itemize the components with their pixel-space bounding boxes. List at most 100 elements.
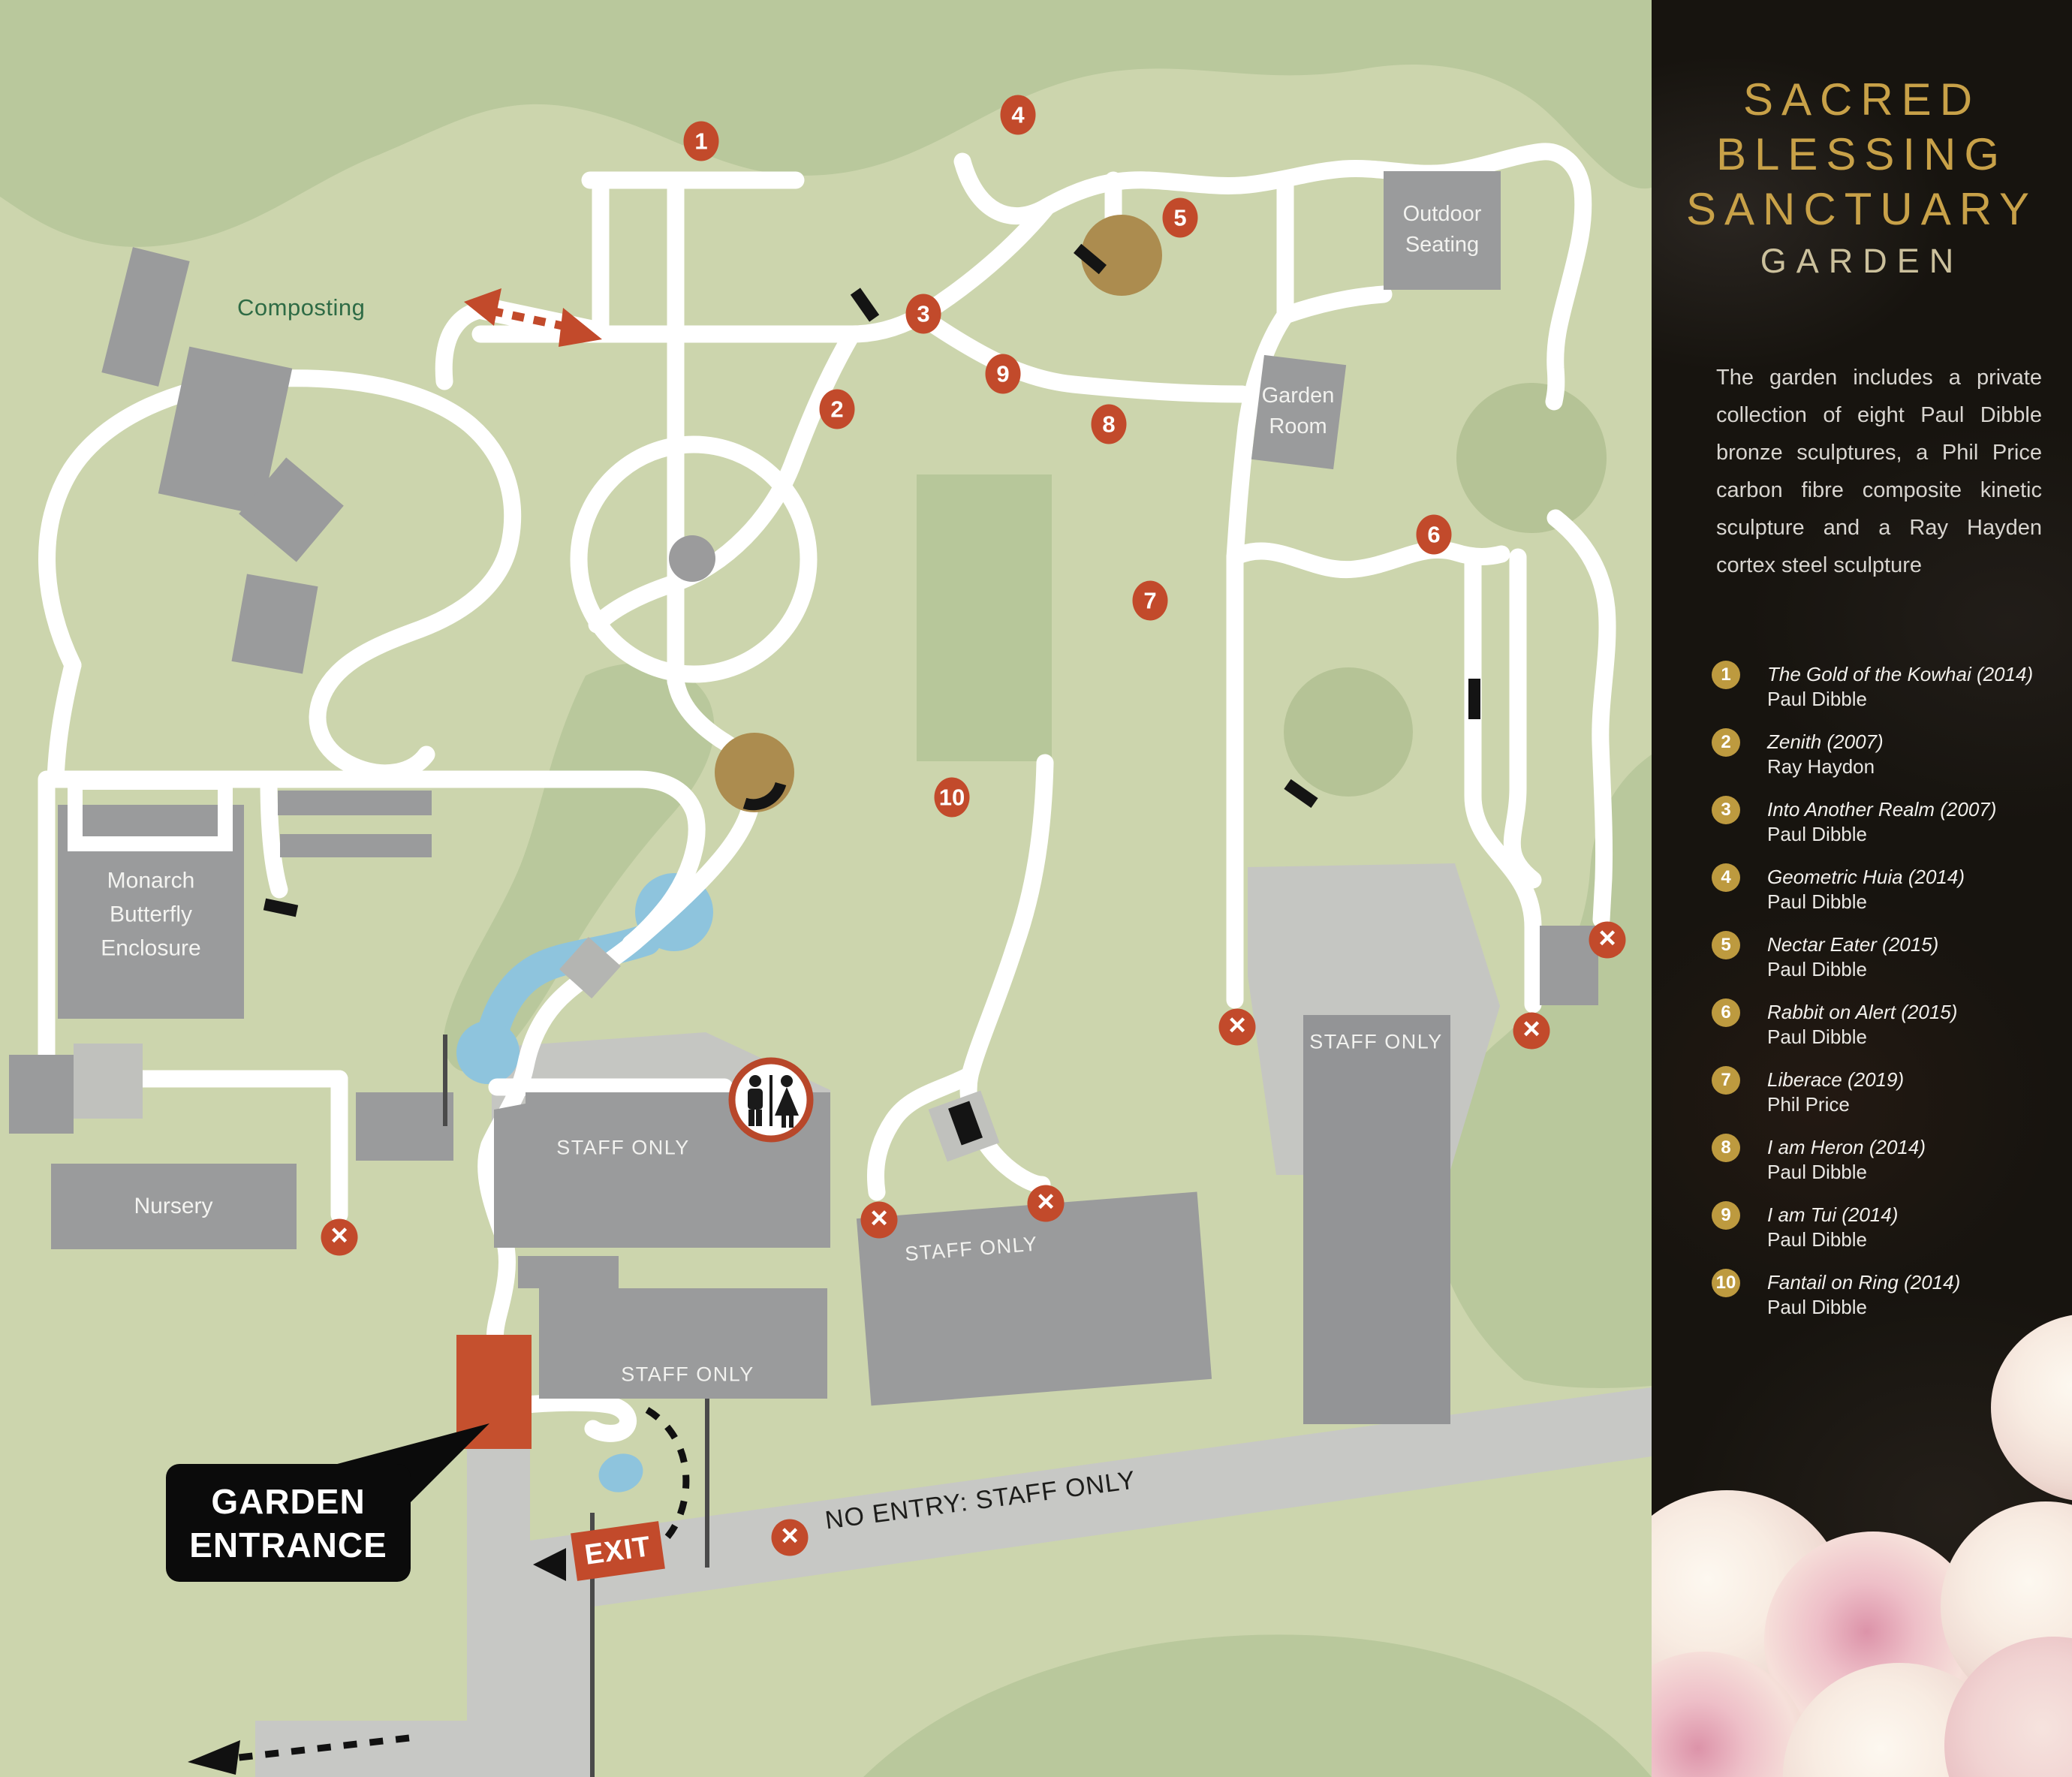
- no-entry-marker: ×: [1589, 921, 1626, 959]
- buildings: [9, 171, 1598, 1424]
- sculpture-marker-4: 4: [1000, 95, 1036, 135]
- legend-artwork-title: I am Heron (2014): [1767, 1136, 1926, 1158]
- legend-artist-name: Phil Price: [1767, 1093, 1850, 1116]
- legend-artwork-title: Geometric Huia (2014): [1767, 866, 1965, 888]
- no-entry-marker: ×: [1027, 1185, 1065, 1222]
- legend-number-badge: 3: [1712, 796, 1740, 824]
- stream-pool: [456, 1021, 520, 1084]
- legend-item-10: 10 Fantail on Ring (2014)Paul Dibble: [1712, 1269, 2064, 1320]
- entrance-graphics: [166, 1335, 532, 1582]
- sculpture-marker-2: 2: [819, 389, 855, 429]
- sculpture-marker-7: 7: [1132, 580, 1168, 621]
- legend-artist-name: Paul Dibble: [1767, 823, 1867, 845]
- garden-entrance-callout: GARDEN ENTRANCE: [189, 1481, 387, 1565]
- legend-artist-name: Paul Dibble: [1767, 890, 1867, 913]
- legend-number-badge: 6: [1712, 998, 1740, 1027]
- map-graphic: [0, 0, 1652, 1777]
- panel-subtitle: GARDEN: [1760, 242, 1964, 280]
- sculpture-marker-9: 9: [985, 354, 1021, 394]
- legend-artist-name: Paul Dibble: [1767, 1296, 1867, 1318]
- hedge-lawn: [917, 474, 1052, 761]
- legend-number-badge: 8: [1712, 1134, 1740, 1162]
- info-panel: SACRED BLESSING SANCTUARY GARDEN The gar…: [1652, 0, 2072, 1777]
- staff-building-2: [518, 1256, 827, 1399]
- two-way-arrow-right: [559, 308, 602, 347]
- legend-item-6: 6 Rabbit on Alert (2015) Paul Dibble: [1712, 998, 2064, 1050]
- legend-artwork-title: Rabbit on Alert (2015): [1767, 1001, 1958, 1023]
- benches: [263, 243, 1480, 1162]
- exit-arrowhead-2: [188, 1740, 240, 1775]
- monarch-enclosure-label: Monarch Butterfly Enclosure: [101, 868, 201, 961]
- legend-artwork-title: Zenith (2007): [1767, 730, 1884, 753]
- staff-building-4: [1303, 1015, 1450, 1424]
- legend-number-badge: 1: [1712, 661, 1740, 689]
- composting-label: Composting: [237, 294, 366, 321]
- peony-flower: [1991, 1314, 2072, 1501]
- staff-only-label: STAFF ONLY: [621, 1363, 754, 1386]
- legend-number-badge: 4: [1712, 863, 1740, 892]
- staff-only-label: STAFF ONLY: [1309, 1030, 1443, 1053]
- bridge: [559, 937, 621, 998]
- legend-number-badge: 10: [1712, 1269, 1740, 1297]
- exit-arrowhead: [533, 1548, 566, 1581]
- legend-number-badge: 5: [1712, 931, 1740, 959]
- fountain: [669, 535, 715, 582]
- no-entry-marker: ×: [771, 1519, 809, 1556]
- outdoor-seating-area: [1384, 171, 1501, 290]
- legend-item-1: 1 The Gold of the Kowhai (2014) Paul Dibbl…: [1712, 661, 2064, 712]
- legend-artist-name: Ray Haydon: [1767, 755, 1875, 778]
- sculpture-marker-10: 10: [934, 777, 970, 818]
- garden-room-label: Garden Room: [1261, 384, 1335, 438]
- legend-item-7: 7 Liberace (2019)Phil Price: [1712, 1066, 2064, 1117]
- no-entry-marker: ×: [1218, 1008, 1256, 1046]
- bubble-body: [166, 1464, 411, 1582]
- legend-number-badge: 9: [1712, 1201, 1740, 1230]
- legend-artwork-title: The Gold of the Kowhai (2014): [1767, 663, 2034, 685]
- legend-artwork-title: Liberace (2019): [1767, 1068, 1905, 1091]
- sculpture-marker-5: 5: [1162, 197, 1198, 238]
- legend-artwork-title: Into Another Realm (2007): [1767, 798, 1997, 821]
- sculpture-marker-8: 8: [1091, 404, 1127, 444]
- legend-item-5: 5 Nectar Eater (2015)Paul Dibble: [1712, 931, 2064, 982]
- legend-artwork-title: Fantail on Ring (2014): [1767, 1271, 1961, 1294]
- nursery-label: Nursery: [134, 1194, 213, 1218]
- outdoor-seating-label: Outdoor Seating: [1402, 202, 1482, 257]
- two-way-arrow-left: [464, 288, 501, 326]
- legend-artwork-title: I am Tui (2014): [1767, 1203, 1899, 1226]
- stream: [474, 924, 661, 1063]
- small-pond: [598, 1453, 643, 1492]
- sculpture-pads: [715, 215, 1162, 812]
- legend-artist-name: Paul Dibble: [1767, 688, 1867, 710]
- legend-item-2: 2 Zenith (2007)Ray Haydon: [1712, 728, 2064, 779]
- garden-room-building: [1251, 354, 1347, 470]
- staff-building-3: [856, 1191, 1212, 1406]
- legend-artist-name: Paul Dibble: [1767, 1228, 1867, 1251]
- no-entry-marker: ×: [860, 1201, 898, 1239]
- legend-item-3: 3 Into Another Realm (2007)Paul Dibble: [1712, 796, 2064, 847]
- legend-artist-name: Paul Dibble: [1767, 1026, 1867, 1048]
- legend-number-badge: 7: [1712, 1066, 1740, 1095]
- legend-item-9: 9 I am Tui (2014)Paul Dibble: [1712, 1201, 2064, 1252]
- sculpture-marker-6: 6: [1416, 514, 1452, 555]
- road: [255, 1387, 1652, 1777]
- toilets-icon: [728, 1057, 814, 1143]
- legend-artist-name: Paul Dibble: [1767, 1161, 1867, 1183]
- sculpture-legend: 1 The Gold of the Kowhai (2014) Paul Dibbl…: [1712, 661, 2064, 1338]
- panel-description: The garden includes a private collection…: [1716, 366, 2042, 577]
- no-entry-marker: ×: [321, 1218, 358, 1256]
- legend-artwork-title: Nectar Eater (2015): [1767, 933, 1939, 956]
- no-entry-marker: ×: [1513, 1012, 1550, 1050]
- nursery-building: [51, 1164, 297, 1249]
- legend-artist-name: Paul Dibble: [1767, 958, 1867, 980]
- panel-title: SACRED BLESSING SANCTUARY: [1686, 74, 2037, 234]
- enclosure-entry: [68, 775, 233, 851]
- legend-item-8: 8 I am Heron (2014) Paul Dibble: [1712, 1134, 2064, 1185]
- sculpture-marker-1: 1: [683, 121, 719, 161]
- tree: [1284, 667, 1413, 797]
- tree: [1456, 383, 1607, 533]
- staff-only-label: STAFF ONLY: [556, 1136, 690, 1159]
- sculpture-marker-3: 3: [905, 294, 941, 334]
- legend-number-badge: 2: [1712, 728, 1740, 757]
- garden-map: Composting Monarch Butterfly Enclosure N…: [0, 0, 1652, 1777]
- legend-item-4: 4 Geometric Huia (2014)Paul Dibble: [1712, 863, 2064, 914]
